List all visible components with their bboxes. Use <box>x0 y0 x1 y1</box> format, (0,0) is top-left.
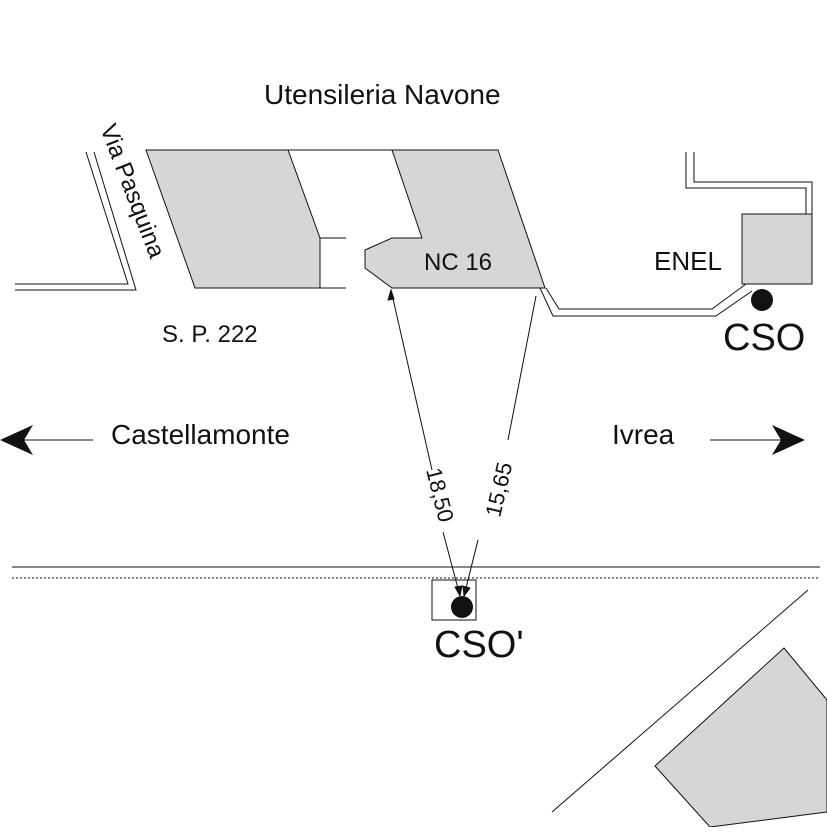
measurement-line-2 <box>462 295 537 598</box>
via-pasquina-road <box>15 151 137 291</box>
arrow-left-icon <box>0 425 93 455</box>
building-utensileria-left <box>145 149 321 289</box>
label-castellamonte: Castellamonte <box>111 419 290 450</box>
label-cso-prime: CSO' <box>434 624 524 666</box>
main-road <box>12 566 820 579</box>
building-nc16 <box>364 149 546 289</box>
label-sp-222: S. P. 222 <box>162 321 258 348</box>
cso-marker <box>751 289 773 311</box>
diagonal-road <box>551 589 809 813</box>
cso-prime-box <box>431 579 477 621</box>
arrow-right-icon <box>710 425 805 455</box>
label-distance-2: 15,65 <box>481 460 518 519</box>
cso-prime-marker <box>451 596 473 618</box>
label-nc16: NC 16 <box>424 249 492 276</box>
measurement-line-1 <box>387 288 463 598</box>
label-ivrea: Ivrea <box>612 419 675 450</box>
label-enel: ENEL <box>654 246 722 276</box>
label-distance-1: 18,50 <box>421 465 459 524</box>
enel-substation <box>741 213 813 285</box>
label-cso: CSO <box>723 317 805 359</box>
building-bottom-right <box>654 647 827 828</box>
label-utensileria-navone: Utensileria Navone <box>264 79 501 110</box>
driveway-to-enel <box>539 152 813 317</box>
